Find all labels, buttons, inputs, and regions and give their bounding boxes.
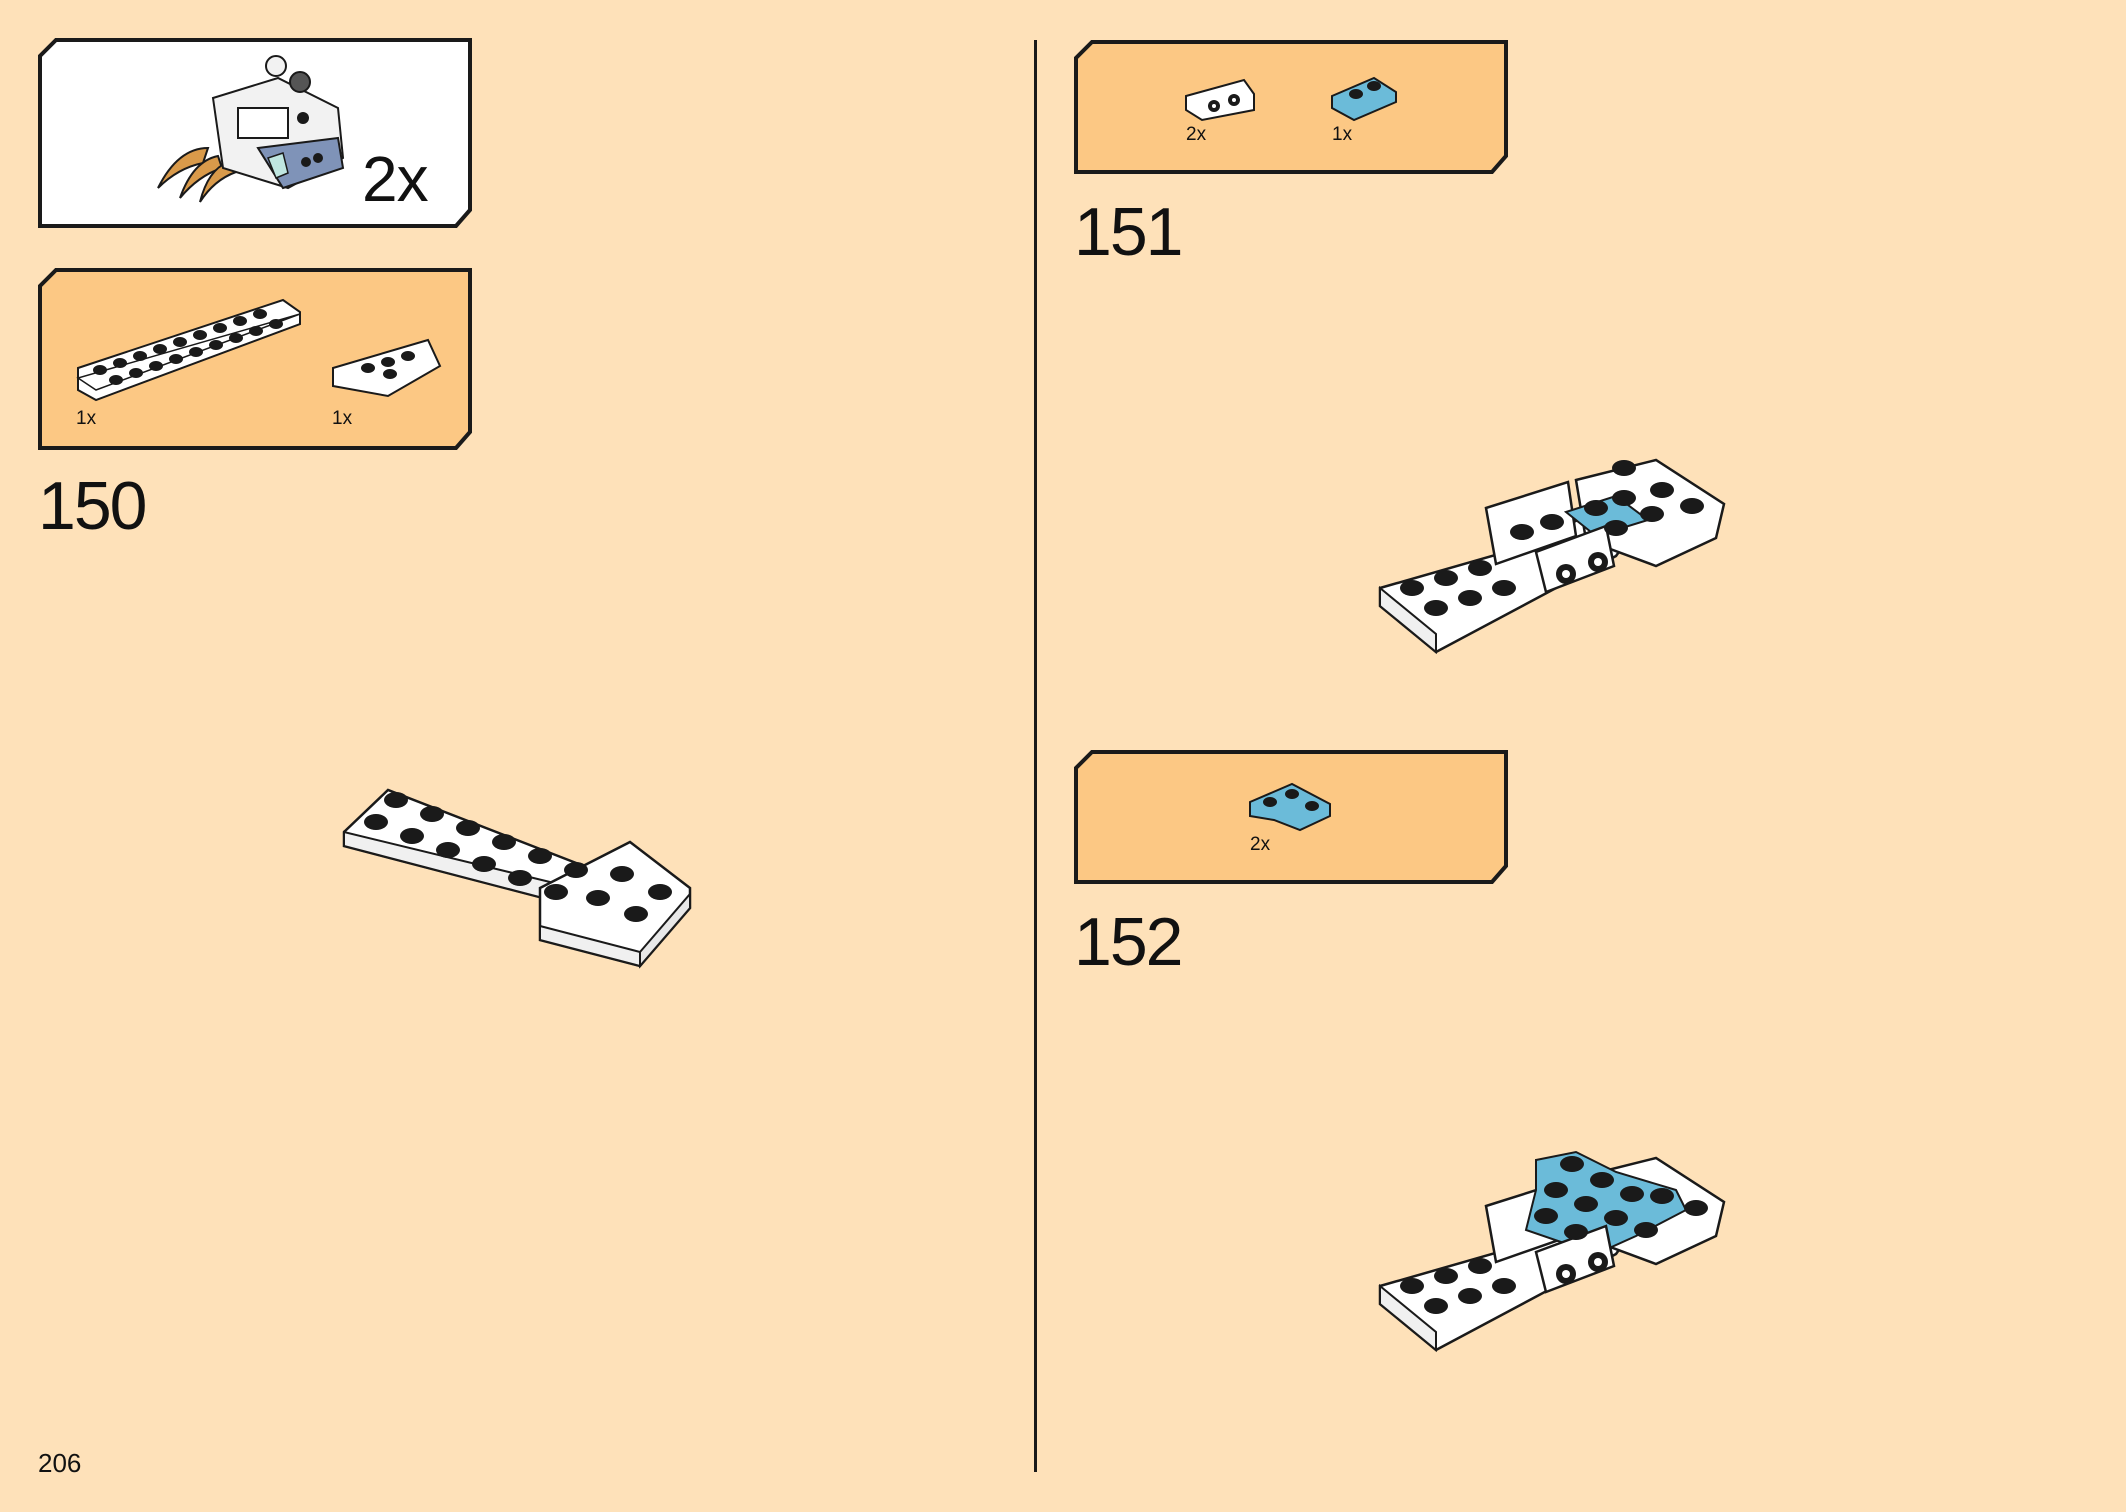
assembly-studs	[1400, 1156, 1708, 1314]
part-quantity: 2x	[1250, 834, 1271, 855]
azure-plate-part	[1331, 76, 1397, 122]
part-quantity: 2x	[1186, 124, 1207, 145]
parts-panel-152	[1074, 750, 1508, 884]
page-number: 206	[38, 1448, 82, 1478]
white-wedge-part	[332, 338, 442, 398]
submodel-assembly-icon	[157, 55, 345, 203]
parts-panel-150	[38, 268, 472, 450]
assembly-studs	[364, 792, 672, 922]
assembly-studs	[1400, 460, 1704, 616]
part-quantity: 1x	[76, 408, 97, 429]
step-number-150: 150	[38, 468, 147, 544]
submodel-multiplier: 2x	[362, 143, 429, 215]
step-number-152: 152	[1074, 904, 1183, 980]
white-plate-studs	[93, 309, 283, 385]
assembly-step-152	[1378, 1150, 1726, 1353]
azure-corner-plate-part	[1249, 782, 1331, 832]
assembly-step-151	[1378, 458, 1726, 655]
white-bracket-part	[1185, 78, 1255, 122]
assembly-step-150	[342, 788, 692, 969]
submodel-callout	[38, 38, 472, 228]
part-quantity: 1x	[332, 408, 353, 429]
part-quantity: 1x	[1332, 124, 1353, 145]
step-number-151: 151	[1074, 194, 1183, 270]
parts-panel-151	[1074, 40, 1508, 174]
column-divider	[1034, 40, 1037, 1472]
